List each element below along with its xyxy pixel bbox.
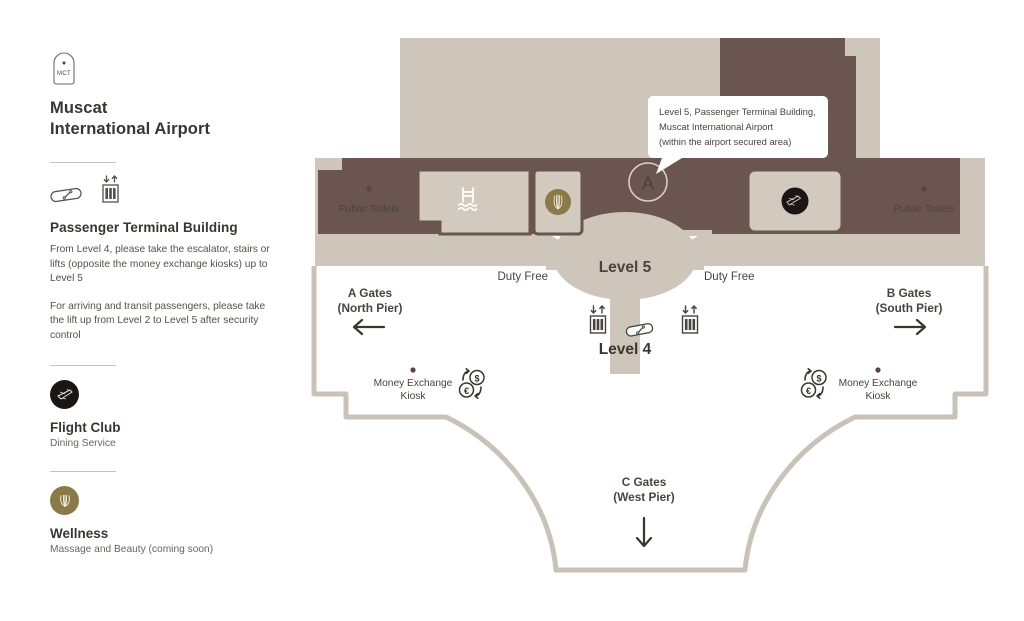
flight-club-title: Flight Club bbox=[50, 420, 121, 436]
brand-line-2: International Airport bbox=[50, 120, 211, 139]
map-lower-outline bbox=[311, 266, 989, 573]
a-gates-line-2: (North Pier) bbox=[338, 301, 403, 315]
level-4-label: Level 4 bbox=[599, 341, 652, 358]
lift-icon bbox=[589, 305, 607, 334]
map-shoulder-left bbox=[315, 260, 460, 266]
terminal-instruction-2: For arriving and transit passengers, ple… bbox=[50, 300, 266, 341]
currency-exchange-icon: $ € bbox=[458, 368, 485, 399]
money-exchange-right-line-2: Kiosk bbox=[866, 391, 892, 402]
terminal-instruction-1: From Level 4, please take the escalator,… bbox=[50, 244, 270, 285]
callout-line-1: Level 5, Passenger Terminal Building, bbox=[659, 106, 816, 117]
c-gates-line-2: (West Pier) bbox=[613, 490, 674, 504]
b-gates-line-1: B Gates bbox=[887, 286, 932, 300]
a-gates-group: A Gates (North Pier) bbox=[338, 286, 403, 336]
public-toilets-right-label: Public Toilets bbox=[893, 203, 954, 215]
svg-text:$: $ bbox=[474, 374, 479, 384]
b-gates-line-2: (South Pier) bbox=[876, 301, 943, 315]
escalator-icon bbox=[50, 184, 86, 211]
wellness-title: Wellness bbox=[50, 526, 109, 542]
c-gates-group: C Gates (West Pier) bbox=[613, 475, 675, 548]
money-exchange-right: Money Exchange Kiosk $ € bbox=[800, 367, 918, 402]
public-toilets-left-label: Public Toilets bbox=[338, 203, 399, 215]
currency-exchange-icon: $ € bbox=[800, 368, 827, 399]
arrow-left-icon bbox=[352, 318, 386, 336]
map-room-pool bbox=[416, 168, 532, 236]
divider-3 bbox=[50, 471, 116, 473]
money-exchange-left: Money Exchange Kiosk $ € bbox=[374, 367, 485, 402]
lift-icon bbox=[99, 174, 125, 211]
brand-title: Muscat International Airport bbox=[50, 98, 285, 140]
public-toilets-left: Public Toilets bbox=[338, 186, 400, 215]
map-vertical-trunk bbox=[610, 256, 640, 374]
map-dark-corridor-left bbox=[318, 170, 430, 234]
escalator-icon bbox=[625, 322, 654, 337]
svg-text:€: € bbox=[806, 386, 811, 396]
a-gates-line-1: A Gates bbox=[348, 286, 393, 300]
svg-text:€: € bbox=[464, 386, 469, 396]
terminal-icons bbox=[50, 174, 285, 211]
callout-line-2: Muscat International Airport bbox=[659, 121, 774, 132]
flight-club-icon bbox=[50, 380, 79, 410]
divider-2 bbox=[50, 365, 116, 367]
map-shoulder-right bbox=[840, 260, 985, 266]
map-room-wellness bbox=[532, 168, 584, 236]
sidebar: MCT Muscat International Airport bbox=[50, 52, 285, 555]
terminal-map: A Level 5, Passenger Terminal Building, … bbox=[300, 34, 1000, 604]
arrow-down-icon bbox=[635, 516, 653, 548]
map-room-flight-club bbox=[746, 168, 844, 234]
money-exchange-left-line-2: Kiosk bbox=[401, 391, 427, 402]
money-exchange-right-line-1: Money Exchange bbox=[839, 378, 918, 389]
svg-text:MCT: MCT bbox=[57, 71, 71, 77]
wellness-subtitle: Massage and Beauty (coming soon) bbox=[50, 544, 214, 556]
wellness-icon bbox=[50, 486, 79, 516]
public-toilets-right: Public Toilets bbox=[893, 186, 955, 215]
lift-icon bbox=[681, 305, 699, 334]
terminal-title: Passenger Terminal Building bbox=[50, 220, 238, 236]
map-marker-a[interactable]: A bbox=[628, 162, 668, 202]
divider-1 bbox=[50, 162, 116, 164]
svg-text:$: $ bbox=[816, 374, 821, 384]
duty-free-left-label: Duty Free bbox=[498, 271, 549, 283]
b-gates-group: B Gates (South Pier) bbox=[876, 286, 943, 336]
arrow-right-icon bbox=[893, 318, 927, 336]
level-5-label: Level 5 bbox=[599, 259, 652, 276]
airport-tag-icon: MCT bbox=[50, 52, 78, 86]
swimming-pool-icon bbox=[458, 187, 478, 212]
duty-free-right-label: Duty Free bbox=[704, 271, 755, 283]
map-callout: Level 5, Passenger Terminal Building, Mu… bbox=[648, 96, 828, 174]
brand-line-1: Muscat bbox=[50, 99, 108, 117]
money-exchange-left-line-1: Money Exchange bbox=[374, 378, 453, 389]
map-marker-a-label: A bbox=[642, 174, 655, 195]
flight-club-subtitle: Dining Service bbox=[50, 438, 116, 450]
flight-club-icon bbox=[781, 187, 809, 215]
callout-line-3: (within the airport secured area) bbox=[659, 136, 791, 147]
c-gates-line-1: C Gates bbox=[622, 475, 667, 489]
